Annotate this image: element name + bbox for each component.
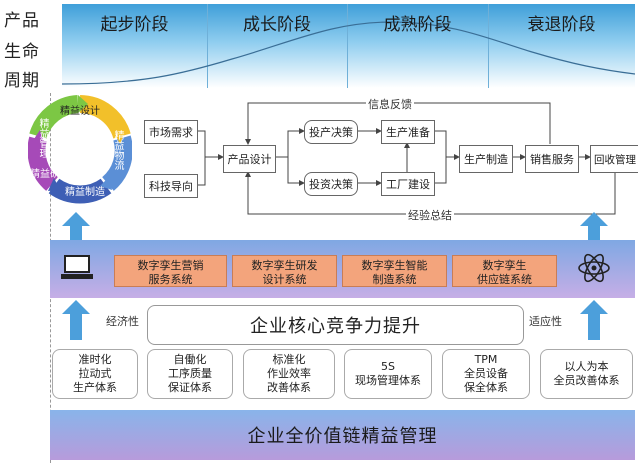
5s-line1: 5S bbox=[381, 360, 395, 373]
core-competitiveness-box: 企业核心竞争力提升 bbox=[147, 305, 524, 345]
lean-value-chain-band: 企业全价值链精益管理 bbox=[50, 410, 635, 460]
stage-decline: 衰退阶段 bbox=[527, 15, 596, 35]
investment-decision-box: 投资决策 bbox=[304, 172, 358, 196]
twin-marketing-line2: 服务系统 bbox=[148, 273, 193, 286]
cycle-seg-design: 精益设计 bbox=[60, 106, 100, 117]
lifecycle-label-3: 周期 bbox=[4, 71, 40, 91]
cycle-seg-logistics: 精益物流 bbox=[112, 130, 123, 170]
tpm-line3: 保全体系 bbox=[464, 381, 508, 394]
twin-marketing-line1: 数字孪生营销 bbox=[137, 259, 204, 272]
adaptability-tag: 适应性 bbox=[529, 315, 562, 328]
people-line2: 全员改善体系 bbox=[553, 374, 620, 387]
stage-divider bbox=[207, 4, 208, 88]
std-line2: 作业效率 bbox=[267, 367, 311, 380]
tpm-line2: 全员设备 bbox=[464, 367, 508, 380]
people-line1: 以人为本 bbox=[564, 360, 609, 373]
cycle-seg-rnd: 精益研发 bbox=[30, 169, 70, 180]
twin-marketing-system: 数字孪生营销 服务系统 bbox=[114, 255, 227, 287]
tpm-line1: TPM bbox=[474, 353, 498, 366]
twin-mfg-line2: 制造系统 bbox=[372, 273, 417, 286]
twin-mfg-line1: 数字孪生智能 bbox=[361, 259, 428, 272]
jit-line2: 拉动式 bbox=[78, 367, 112, 380]
cycle-seg-mgmt: 精益管理 bbox=[37, 118, 48, 158]
production-mfg-box: 生产制造 bbox=[459, 145, 513, 173]
stage-mature: 成熟阶段 bbox=[383, 15, 452, 35]
twin-supply-line1: 数字孪生 bbox=[482, 259, 527, 272]
jidoka-line3: 保证体系 bbox=[168, 381, 212, 394]
jidoka-line1: 自働化 bbox=[173, 353, 207, 366]
stage-divider bbox=[347, 4, 348, 88]
lean-cycle-graphic bbox=[28, 95, 132, 204]
experience-summary-label: 经验总结 bbox=[406, 207, 454, 223]
economy-tag: 经济性 bbox=[106, 315, 139, 328]
lifecycle-label-2: 生命 bbox=[4, 42, 40, 62]
jit-line3: 生产体系 bbox=[73, 381, 117, 394]
twin-rnd-system: 数字孪生研发 设计系统 bbox=[232, 255, 337, 287]
std-line1: 标准化 bbox=[272, 353, 306, 366]
twin-manufacturing-system: 数字孪生智能 制造系统 bbox=[342, 255, 447, 287]
jit-line1: 准时化 bbox=[78, 353, 112, 366]
product-design-box: 产品设计 bbox=[223, 145, 276, 173]
jidoka-line2: 工序质量 bbox=[168, 367, 212, 380]
twin-rnd-line2: 设计系统 bbox=[262, 273, 307, 286]
standardization-system-box: 标准化作业效率改善体系 bbox=[243, 349, 335, 399]
market-demand-box: 市场需求 bbox=[144, 120, 198, 144]
tech-guide-box: 科技导向 bbox=[144, 174, 198, 198]
twin-supply-line2: 供应链系统 bbox=[477, 273, 532, 286]
atom-icon bbox=[578, 253, 610, 283]
production-prep-box: 生产准备 bbox=[381, 120, 435, 144]
5s-line2: 现场管理体系 bbox=[355, 374, 421, 387]
people-system-box: 以人为本全员改善体系 bbox=[540, 349, 633, 399]
stage-startup: 起步阶段 bbox=[100, 15, 169, 35]
std-line3: 改善体系 bbox=[267, 381, 311, 394]
production-decision-box: 投产决策 bbox=[304, 120, 358, 144]
lean-value-chain-title: 企业全价值链精益管理 bbox=[247, 426, 438, 447]
cycle-seg-mfg: 精益制造 bbox=[65, 187, 105, 198]
jidoka-system-box: 自働化工序质量保证体系 bbox=[147, 349, 233, 399]
lifecycle-stage-band bbox=[62, 4, 635, 88]
stage-divider bbox=[488, 4, 489, 88]
recycle-mgmt-box: 回收管理 bbox=[590, 145, 638, 173]
info-feedback-label: 信息反馈 bbox=[366, 96, 414, 112]
lifecycle-label-1: 产品 bbox=[4, 11, 40, 31]
laptop-icon bbox=[61, 255, 93, 279]
twin-rnd-line1: 数字孪生研发 bbox=[251, 259, 318, 272]
jit-system-box: 准时化拉动式生产体系 bbox=[52, 349, 138, 399]
stage-growth: 成长阶段 bbox=[243, 15, 311, 35]
sales-service-box: 销售服务 bbox=[525, 145, 579, 173]
lifecycle-curve bbox=[62, 21, 635, 85]
factory-build-box: 工厂建设 bbox=[381, 172, 435, 196]
twin-supply-chain-system: 数字孪生 供应链系统 bbox=[452, 255, 557, 287]
